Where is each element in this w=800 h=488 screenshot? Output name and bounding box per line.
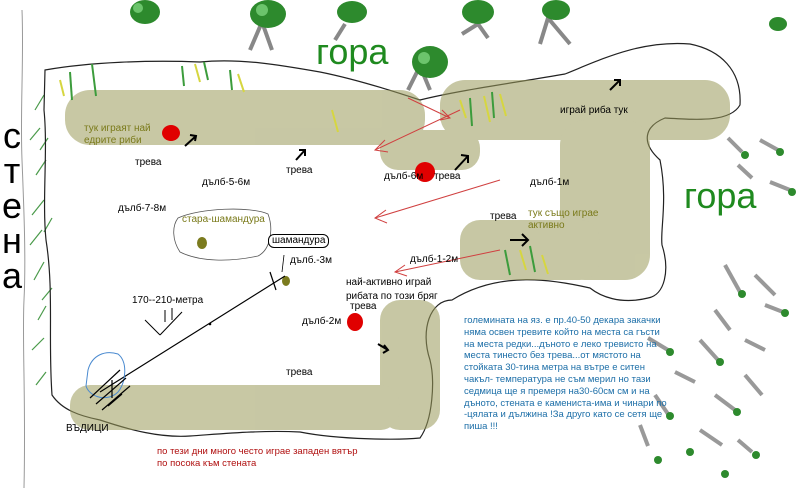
fish-marker [347,313,363,331]
label-most-active: най-активно играй рибата по този бряг [346,277,438,302]
label-grass: трева [350,301,377,312]
wall-letter: а [1,255,23,296]
wall-letter: н [2,220,22,261]
label-rods: ВЪДИЦИ [66,423,109,434]
label-depth-2: дълб-2м [302,316,342,327]
fish-marker [415,162,435,182]
tree-icon [130,0,160,24]
label-depth-1: дълб-1м [530,177,570,188]
label-grass: трева [286,367,313,378]
wind-arrows [373,97,501,277]
wall-letter: е [1,185,23,226]
label-distance: 170--210-метра [132,295,204,306]
label-depth-6: дълб-6м [384,171,424,182]
label-old-buoy: стара-шамандура [182,214,265,225]
wind-arrow [374,179,501,219]
label-buoy: шамандура [268,234,330,248]
label-fish-edible: тук играят най едрите риби [84,123,151,146]
tree-icon [538,0,572,46]
wall-letter: т [3,150,21,191]
vegetation [65,80,730,430]
tree-icons-right [638,136,796,478]
tree-icon [248,0,286,51]
old-buoy-area [173,208,272,261]
old-buoy-marker [197,237,207,249]
label-depth-5-6: дълб-5-6м [202,177,251,188]
wind-arrow [394,249,501,273]
lake-description: големината на яз. е пр.40-50 декара зака… [464,315,667,433]
label-depth-7-8: дълб-7-8м [118,203,167,214]
tree-icon [460,0,494,40]
wall-label: с т е н а [0,115,24,296]
wind-note: по тези дни много често играе западен вя… [157,446,358,469]
pointer-arrows [184,79,621,354]
fish-markers [162,125,435,331]
dam-wall [20,9,53,488]
fish-marker [162,125,180,141]
buoy-marker [282,276,290,286]
forest-label-right: гора [684,175,757,216]
tree-icons-top [130,0,787,91]
forest-label-top: гора [316,31,389,72]
label-grass: трева [490,211,517,222]
casting-line [99,271,286,393]
label-grass: трева [135,157,162,168]
label-also-plays: тук също играе активно [528,208,599,231]
label-grass: трева [434,171,461,182]
wind-arrow [407,97,451,119]
wind-arrow [374,109,461,151]
label-depth-1-2: дълб-1-2м [410,254,459,265]
tree-icon [406,46,448,91]
wall-letter: с [3,115,21,156]
label-depth-3: дълб.-3м [290,255,332,266]
tree-icon [333,1,367,42]
grass-strokes [59,61,549,276]
tree-icon [769,17,787,31]
rods-area [85,352,131,411]
label-grass: трева [286,165,313,176]
label-fish-plays-here: играй риба тук [560,105,628,116]
